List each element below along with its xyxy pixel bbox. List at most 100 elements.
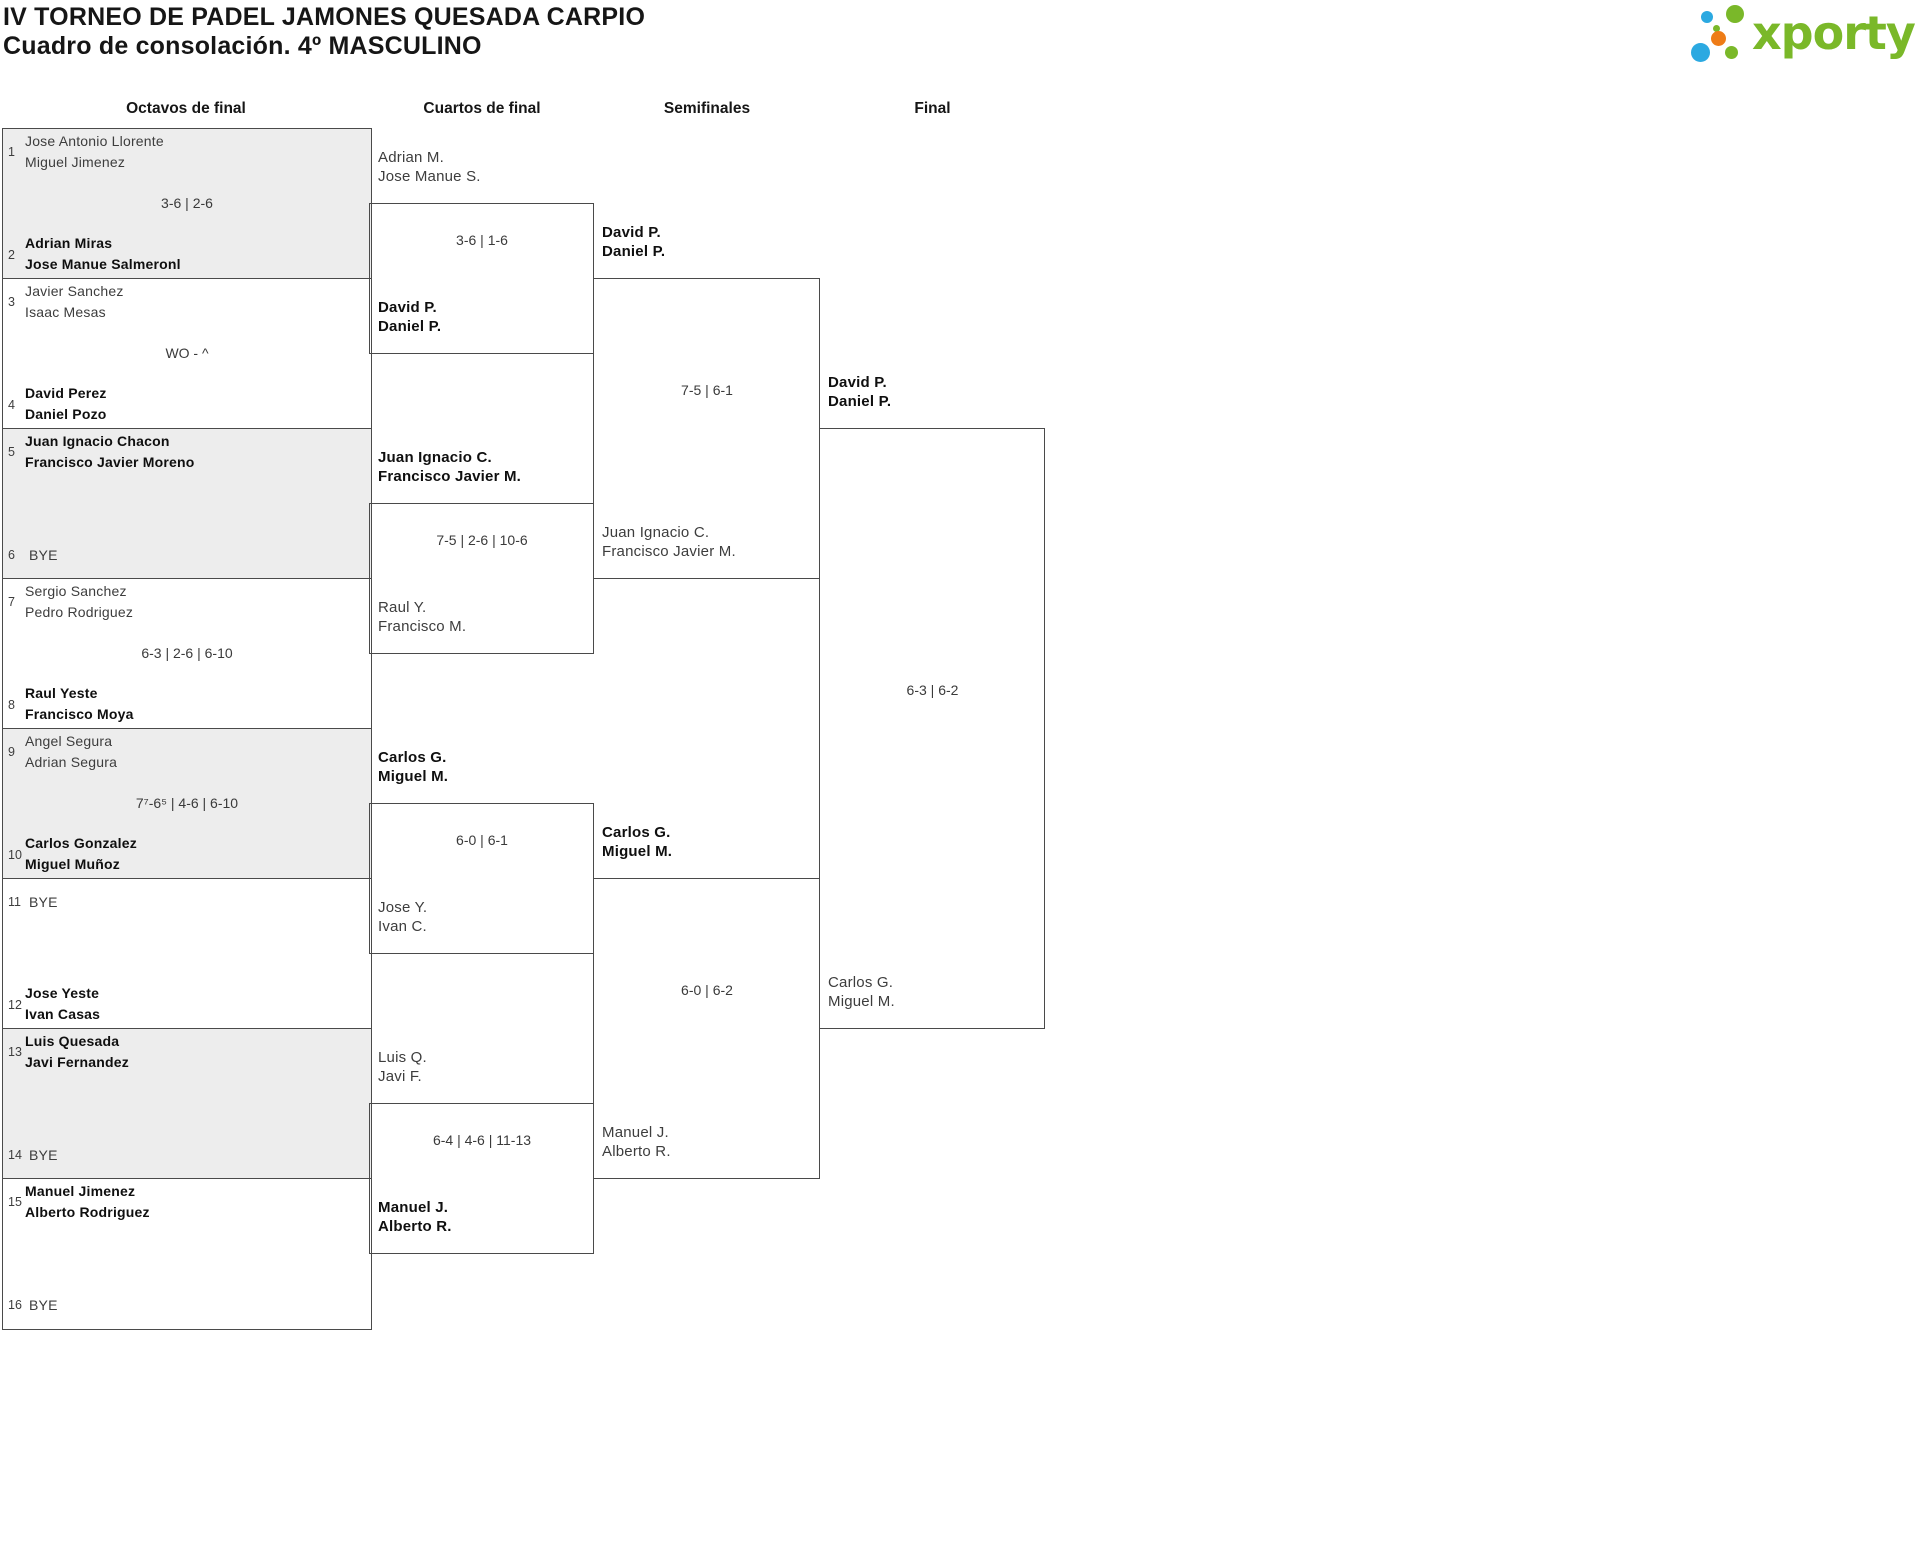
team-line: Carlos G. — [828, 974, 894, 991]
logo-dot-icon — [1726, 5, 1744, 23]
seed-number: 12 — [8, 998, 22, 1012]
team-line: Juan Ignacio C. — [602, 524, 710, 541]
team-name: Juan Ignacio C. Francisco Javier M. — [602, 523, 818, 561]
bye-slot: BYE — [29, 545, 369, 565]
match-score: 3-6 | 1-6 — [456, 232, 508, 248]
team-line: Alberto R. — [602, 1143, 671, 1160]
team-line: Daniel P. — [602, 243, 666, 260]
team-line: Daniel P. — [378, 318, 442, 335]
match-score: WO - ^ — [165, 345, 209, 361]
seed-number: 15 — [8, 1195, 22, 1209]
team-line: Juan Ignacio C. — [378, 449, 492, 466]
team-name: Raul Y.Francisco M. — [378, 598, 594, 636]
team-name: Juan Ignacio C.Francisco Javier M. — [378, 448, 594, 486]
logo-dot-icon — [1701, 11, 1713, 23]
team-line: Adrian Segura — [25, 754, 118, 770]
seed-number: 13 — [8, 1045, 22, 1059]
team-line: Isaac Mesas — [25, 304, 106, 320]
match-score: 7-5 | 6-1 — [681, 382, 733, 398]
logo-dot-icon — [1713, 25, 1720, 32]
team-line: Javi Fernandez — [25, 1054, 129, 1070]
match-score: 7⁷-6⁵ | 4-6 | 6-10 — [135, 795, 239, 811]
team-line: Carlos Gonzalez — [25, 835, 137, 851]
team-line: Jose Manue S. — [378, 168, 481, 185]
team-line: Carlos G. — [602, 824, 671, 841]
team-name: Jose Y. Ivan C. — [378, 898, 594, 936]
team-name: Adrian M. Jose Manue S. — [378, 148, 594, 186]
logo-text: xporty — [1752, 6, 1916, 60]
team-line: BYE — [29, 894, 58, 910]
team-line: BYE — [29, 1297, 58, 1313]
team-line: David Perez — [25, 385, 107, 401]
match-score: 6-0 | 6-2 — [681, 982, 733, 998]
logo-dot-icon — [1711, 31, 1726, 46]
seed-number: 3 — [8, 295, 15, 309]
round-header: Final — [914, 100, 951, 117]
team-name: Luis Q. Javi F. — [378, 1048, 594, 1086]
team-line: Manuel Jimenez — [25, 1183, 136, 1199]
team-line: Francisco Javier M. — [602, 543, 736, 560]
team-line: Jose Manue Salmeronl — [25, 256, 181, 272]
seed-number: 16 — [8, 1298, 22, 1312]
team-line: Luis Q. — [378, 1049, 427, 1066]
match-score: 6-0 | 6-1 — [456, 832, 508, 848]
team-line: Raul Yeste — [25, 685, 98, 701]
team-line: Miguel M. — [602, 843, 673, 860]
team-line: Ivan Casas — [25, 1006, 101, 1022]
team-line: Adrian M. — [378, 149, 444, 166]
team-name: David P. Daniel P. — [828, 373, 1044, 411]
team-line: Javi F. — [378, 1068, 422, 1085]
seed-number: 6 — [8, 548, 15, 562]
team-line: Francisco Javier Moreno — [25, 454, 195, 470]
team-name: David P.Daniel P. — [602, 223, 818, 261]
team-line: Juan Ignacio Chacon — [25, 433, 170, 449]
match-score: 7-5 | 2-6 | 10-6 — [436, 532, 528, 548]
team-line: Miguel Jimenez — [25, 154, 126, 170]
team-name: Carlos G. Miguel M. — [378, 748, 594, 786]
team-line: BYE — [29, 547, 58, 563]
team-line: Francisco Moya — [25, 706, 134, 722]
team-line: BYE — [29, 1147, 58, 1163]
team-line: Manuel J. — [378, 1199, 449, 1216]
team-name: Carlos G. Miguel M. — [828, 973, 1044, 1011]
round-header: Semifinales — [663, 100, 751, 117]
match-score: 6-3 | 2-6 | 6-10 — [141, 645, 233, 661]
team-line: David P. — [828, 374, 887, 391]
team-line: Jose Antonio Llorente — [25, 133, 164, 149]
seed-number: 11 — [8, 895, 21, 909]
team-line: Pedro Rodriguez — [25, 604, 134, 620]
team-line: Jose Yeste — [25, 985, 100, 1001]
team-line: David P. — [378, 299, 437, 316]
round-header: Octavos de final — [126, 100, 246, 117]
team-line: Alberto R. — [378, 1218, 452, 1235]
team-name: Manuel J. Alberto R. — [378, 1198, 594, 1236]
team-line: Ivan C. — [378, 918, 427, 935]
team-line: Miguel M. — [828, 993, 895, 1010]
team-line: Manuel J. — [602, 1124, 669, 1141]
seed-number: 8 — [8, 698, 15, 712]
team-line: Raul Y. — [378, 599, 427, 616]
team-line: Carlos G. — [378, 749, 447, 766]
team-line: Daniel P. — [828, 393, 892, 410]
team-line: Jose Y. — [378, 899, 428, 916]
team-line: Angel Segura — [25, 733, 113, 749]
team-line: Miguel M. — [378, 768, 449, 785]
page-subtitle: Cuadro de consolación. 4º MASCULINO — [3, 32, 482, 60]
